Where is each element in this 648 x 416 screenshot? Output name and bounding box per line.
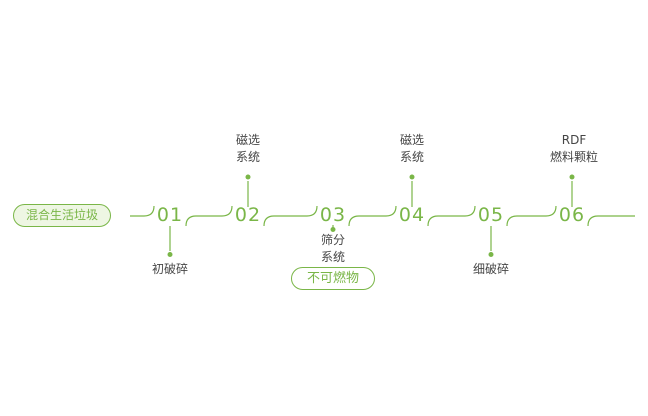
step-label-line: 初破碎	[151, 262, 189, 276]
step-label-line: 磁选	[235, 133, 261, 147]
connector-dot	[409, 174, 415, 180]
step-label-line: 筛分	[320, 233, 346, 247]
step-label-02: 磁选 系统	[236, 132, 260, 166]
step-label-06: RDF 燃料颗粒	[550, 132, 598, 166]
step-number-05: 05	[477, 204, 505, 226]
step-label-04: 磁选 系统	[400, 132, 424, 166]
timeline-path	[130, 205, 635, 227]
step-label-05: 细破碎	[473, 261, 509, 278]
connector-dot	[245, 174, 251, 180]
step-label-line: 燃料颗粒	[549, 150, 599, 164]
step-label-line: RDF	[561, 133, 587, 147]
step-number-01: 01	[156, 204, 184, 226]
step-label-01: 初破碎	[152, 261, 188, 278]
step-label-03: 筛分 系统	[321, 232, 345, 266]
step-number-06: 06	[558, 204, 586, 226]
step-label-line: 系统	[320, 250, 346, 264]
step-number-02: 02	[234, 204, 262, 226]
step-label-line: 细破碎	[472, 262, 510, 276]
start-badge: 混合生活垃圾	[13, 204, 112, 227]
connector-dot	[488, 252, 494, 257]
connector-dot	[330, 227, 336, 232]
step-label-line: 磁选	[399, 133, 425, 147]
step-label-line: 系统	[235, 150, 261, 164]
step-number-04: 04	[398, 204, 426, 226]
non-combustible-badge: 不可燃物	[290, 267, 376, 290]
connector-dot	[569, 174, 575, 180]
step-number-03: 03	[319, 204, 347, 226]
step-label-line: 系统	[399, 150, 425, 164]
connector-dot	[167, 252, 173, 257]
